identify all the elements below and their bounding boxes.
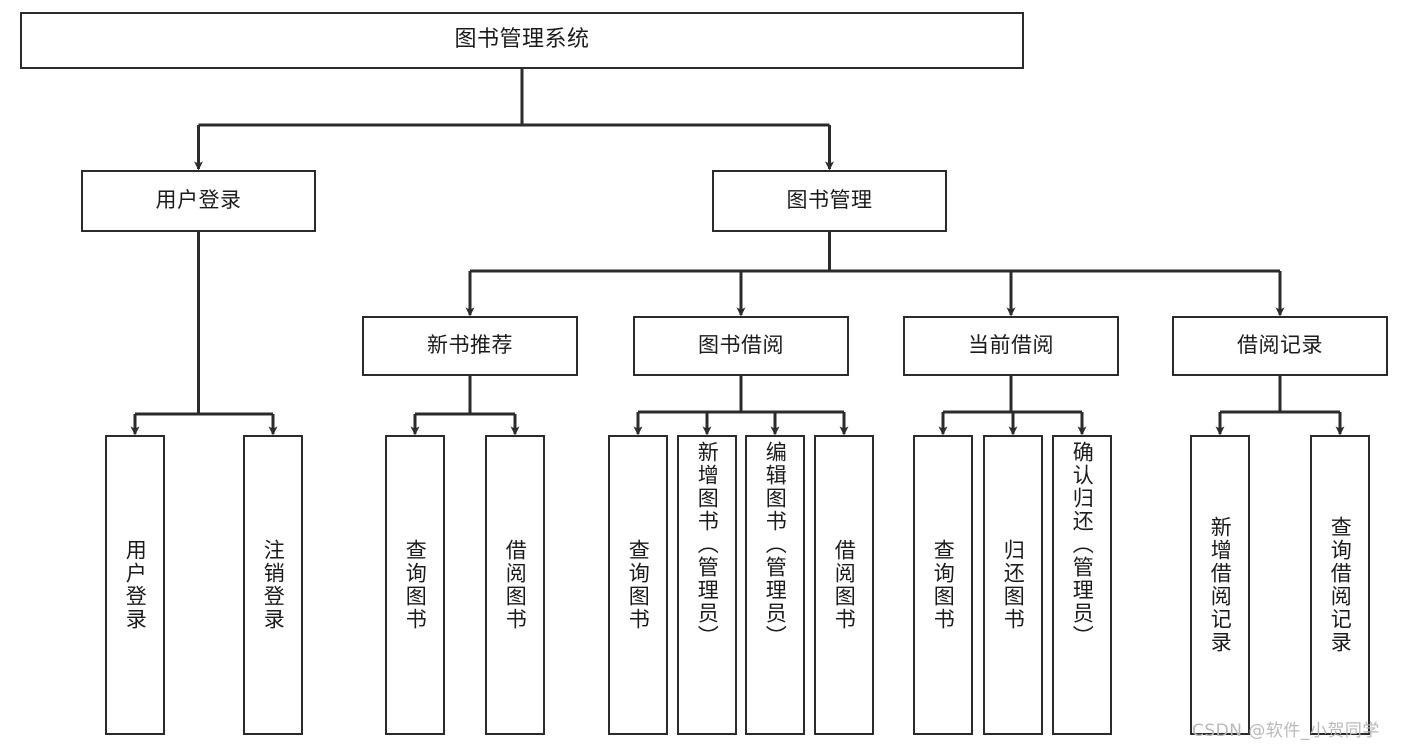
node-user-login[interactable]: 用户登录 (81, 170, 316, 232)
node-label-user-login: 用户登录 (155, 188, 242, 213)
node-label-op-bb-edit: 编辑图书（管理员） (763, 441, 788, 648)
node-label-op-bb-borrow: 借阅图书 (832, 539, 857, 631)
node-op-user-logout[interactable]: 注销登录 (243, 435, 303, 735)
node-book-manage[interactable]: 图书管理 (712, 170, 947, 232)
node-label-op-cb-return: 归还图书 (1001, 539, 1026, 631)
node-label-op-cb-query: 查询图书 (931, 539, 956, 631)
node-label-book-manage: 图书管理 (786, 188, 873, 213)
node-label-op-bb-add: 新增图书（管理员） (695, 441, 720, 648)
node-root[interactable]: 图书管理系统 (20, 12, 1024, 69)
node-label-op-rec-query: 查询图书 (403, 539, 428, 631)
node-label-book-borrow: 图书借阅 (698, 333, 784, 358)
edges (130, 69, 1345, 436)
node-label-root: 图书管理系统 (454, 27, 590, 53)
node-label-borrow-record: 借阅记录 (1237, 333, 1323, 358)
node-current-borrow[interactable]: 当前借阅 (903, 316, 1119, 376)
node-op-bb-edit[interactable]: 编辑图书（管理员） (745, 435, 805, 735)
node-label-op-bb-query: 查询图书 (626, 539, 651, 631)
node-op-br-add[interactable]: 新增借阅记录 (1190, 435, 1250, 735)
node-op-bb-add[interactable]: 新增图书（管理员） (677, 435, 737, 735)
node-op-rec-query[interactable]: 查询图书 (385, 435, 445, 735)
node-label-new-book-rec: 新书推荐 (427, 333, 513, 358)
node-label-op-cb-confirm: 确认归还（管理员） (1070, 441, 1095, 648)
node-borrow-record[interactable]: 借阅记录 (1172, 316, 1388, 376)
node-label-current-borrow: 当前借阅 (968, 333, 1054, 358)
node-label-op-rec-borrow: 借阅图书 (503, 539, 528, 631)
node-op-bb-query[interactable]: 查询图书 (608, 435, 668, 735)
node-new-book-rec[interactable]: 新书推荐 (362, 316, 578, 376)
node-op-rec-borrow[interactable]: 借阅图书 (485, 435, 545, 735)
node-label-op-user-logout: 注销登录 (261, 539, 286, 631)
node-label-op-user-login: 用户登录 (123, 539, 148, 631)
csdn-watermark: CSDN @软件_小贺同学 (1192, 721, 1380, 741)
node-op-cb-query[interactable]: 查询图书 (913, 435, 973, 735)
node-op-cb-confirm[interactable]: 确认归还（管理员） (1052, 435, 1112, 735)
node-op-br-query[interactable]: 查询借阅记录 (1310, 435, 1370, 735)
node-op-user-login[interactable]: 用户登录 (105, 435, 165, 735)
node-label-op-br-add: 新增借阅记录 (1208, 516, 1233, 654)
node-op-bb-borrow[interactable]: 借阅图书 (814, 435, 874, 735)
node-label-op-br-query: 查询借阅记录 (1328, 516, 1353, 654)
node-op-cb-return[interactable]: 归还图书 (983, 435, 1043, 735)
node-book-borrow[interactable]: 图书借阅 (633, 316, 849, 376)
